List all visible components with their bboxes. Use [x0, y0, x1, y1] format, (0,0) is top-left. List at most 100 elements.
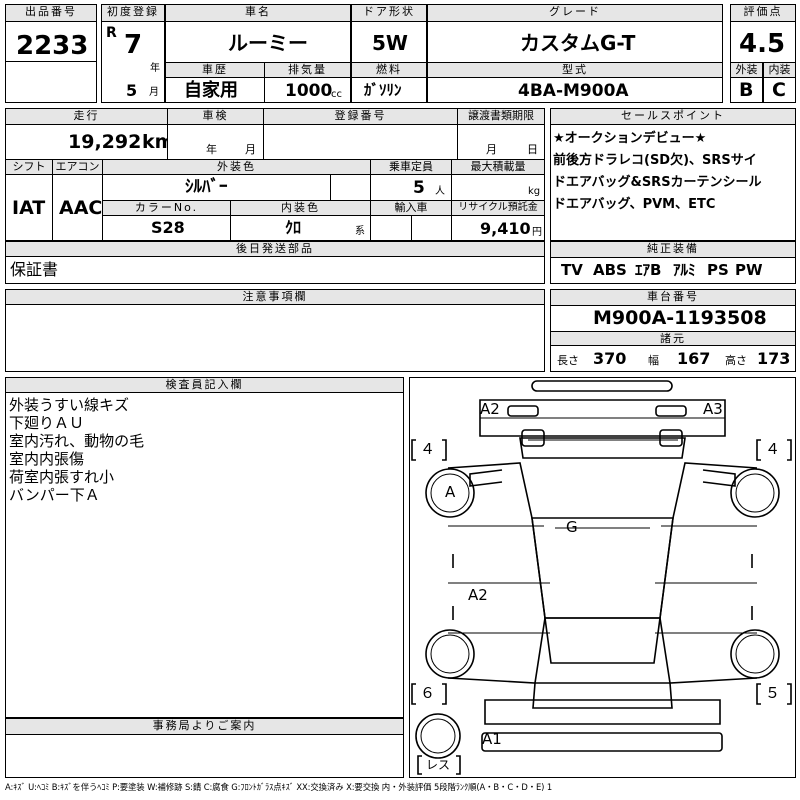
fuel-label: 燃料: [351, 62, 427, 78]
first-reg-era: R: [106, 25, 117, 41]
ext-color-extra-cell: [330, 174, 371, 201]
office-cell: [5, 734, 404, 778]
dims-cell: 長さ 370 幅 167 高さ 173: [550, 345, 796, 372]
capacity-label: 乗車定員: [370, 159, 452, 175]
sales-points-label: セールスポイント: [550, 108, 796, 125]
recycle-unit: 円: [532, 227, 542, 238]
grade-value: カスタムG-T: [520, 31, 636, 55]
car-outline: [411, 380, 792, 775]
inspection-cell: 年 月: [167, 124, 264, 160]
max-load-cell: kg: [451, 174, 545, 201]
fuel-cell: ｶﾞｿﾘﾝ: [351, 77, 427, 103]
interior-score: C: [772, 79, 786, 101]
max-load-label: 最大積載量: [451, 159, 545, 175]
displacement-unit: cc: [331, 89, 342, 100]
mark-g-windshield: G: [566, 518, 578, 536]
recycle-value: 9,410: [480, 219, 531, 238]
exterior-cell: B: [730, 77, 763, 103]
inspection-month-unit: 月: [245, 143, 256, 156]
lot-no-cell: 2233: [5, 21, 97, 103]
inspector-note: バンパー下Ａ: [9, 486, 100, 504]
mark-a3-front-right: A3: [703, 400, 723, 418]
exterior-score: B: [739, 79, 754, 101]
recycle-label: リサイクル預託金: [451, 200, 545, 216]
shift-label: シフト: [5, 159, 53, 175]
door-label: ドア形状: [351, 4, 427, 22]
score-cell: 4.5: [730, 21, 796, 63]
score-value: 4.5: [739, 29, 786, 59]
mark-a2-left-side: A2: [468, 586, 488, 604]
equipment-cell: TV ABS ｴｱB ｱﾙﾐ PS PW: [550, 257, 796, 284]
first-reg-year: 7: [124, 30, 143, 60]
exterior-label: 外装: [730, 62, 763, 78]
history-label: 車歴: [165, 62, 265, 78]
door-value: 5W: [372, 31, 408, 55]
mark-a1-rear: A1: [482, 730, 502, 748]
length-label: 長さ: [557, 354, 579, 367]
transfer-month-unit: 月: [486, 143, 497, 156]
sales-point-line: 前後方ドラレコ(SD欠)、SRSサイ: [553, 153, 757, 168]
equipment-item: ABS: [593, 261, 627, 279]
ac-cell: AAC: [52, 174, 103, 241]
capacity-value: 5: [413, 178, 425, 198]
first-reg-cell: R 7 年 5 月: [101, 21, 165, 103]
later-parts-label: 後日発送部品: [5, 241, 545, 257]
damage-diagram: A2 A3 ４ ４ A G A2 ６ ５ A1 レス: [409, 377, 796, 778]
door-cell: 5W: [351, 21, 427, 63]
ext-color-cell: ｼﾙﾊﾞｰ: [102, 174, 331, 201]
later-parts-cell: 保証書: [5, 256, 545, 284]
int-color-value: ｸﾛ: [285, 218, 302, 237]
inspector-note: 荷室内張すれ小: [9, 468, 115, 486]
score-label: 評価点: [730, 4, 796, 22]
ext-color-value: ｼﾙﾊﾞｰ: [185, 177, 228, 197]
car-name-label: 車名: [165, 4, 351, 22]
first-reg-label: 初度登録: [101, 4, 165, 22]
color-no-label: カラーNo.: [102, 200, 231, 216]
interior-label: 内装: [763, 62, 796, 78]
inspector-cell: 外装うすい線キズ 下廻りＡＵ 室内汚れ、動物の毛 室内内張傷 荷室内張すれ小 バ…: [5, 392, 404, 718]
chassis-label: 車台番号: [550, 289, 796, 306]
color-no-cell: S28: [102, 215, 231, 241]
max-load-unit: kg: [528, 186, 541, 197]
mark-tire-front-left: ４: [420, 440, 436, 458]
model-cell: 4BA-M900A: [427, 77, 723, 103]
history-cell: 自家用: [165, 77, 265, 103]
mileage-unit: km: [142, 131, 175, 153]
capacity-unit: 人: [435, 186, 445, 197]
first-reg-month: 5: [126, 81, 138, 100]
mark-a2-front-left: A2: [480, 400, 500, 418]
lot-number: 2233: [16, 31, 89, 61]
chassis-number: M900A-1193508: [593, 307, 767, 329]
sales-point-line: ドエアバッグ&SRSカーテンシール: [553, 175, 762, 190]
history-value: 自家用: [184, 80, 238, 101]
recycle-cell: 9,410 円: [451, 215, 545, 241]
reg-no-cell: [263, 124, 458, 160]
ac-value: AAC: [59, 197, 103, 219]
capacity-cell: 5 人: [370, 174, 452, 201]
inspector-note: 室内汚れ、動物の毛: [9, 432, 145, 450]
reg-no-label: 登録番号: [263, 108, 458, 125]
inspection-label: 車検: [167, 108, 264, 125]
caution-label: 注意事項欄: [5, 289, 545, 305]
equipment-item: TV: [561, 261, 583, 279]
equipment-item: PW: [735, 261, 763, 279]
interior-cell: C: [763, 77, 796, 103]
mark-a-left: A: [445, 483, 456, 501]
model-label: 型式: [427, 62, 723, 78]
model-value: 4BA-M900A: [518, 81, 629, 101]
inspector-note: 外装うすい線キズ: [9, 396, 130, 414]
length-value: 370: [593, 349, 627, 368]
mark-spare-tire: レス: [426, 758, 451, 772]
grade-cell: カスタムG-T: [427, 21, 723, 63]
fuel-value: ｶﾞｿﾘﾝ: [364, 81, 402, 99]
transfer-cell: 月 日: [457, 124, 545, 160]
mark-tire-rear-right: ５: [765, 684, 781, 702]
sales-point-line: ★オークションデビュー★: [553, 131, 707, 146]
chassis-cell: M900A-1193508: [550, 305, 796, 332]
displacement-label: 排気量: [264, 62, 351, 78]
car-name: ルーミー: [228, 31, 308, 55]
int-color-cell: ｸﾛ 系: [230, 215, 371, 241]
height-value: 173: [757, 349, 791, 368]
ext-color-label: 外装色: [102, 159, 371, 175]
transfer-label: 譲渡書類期限: [457, 108, 545, 125]
